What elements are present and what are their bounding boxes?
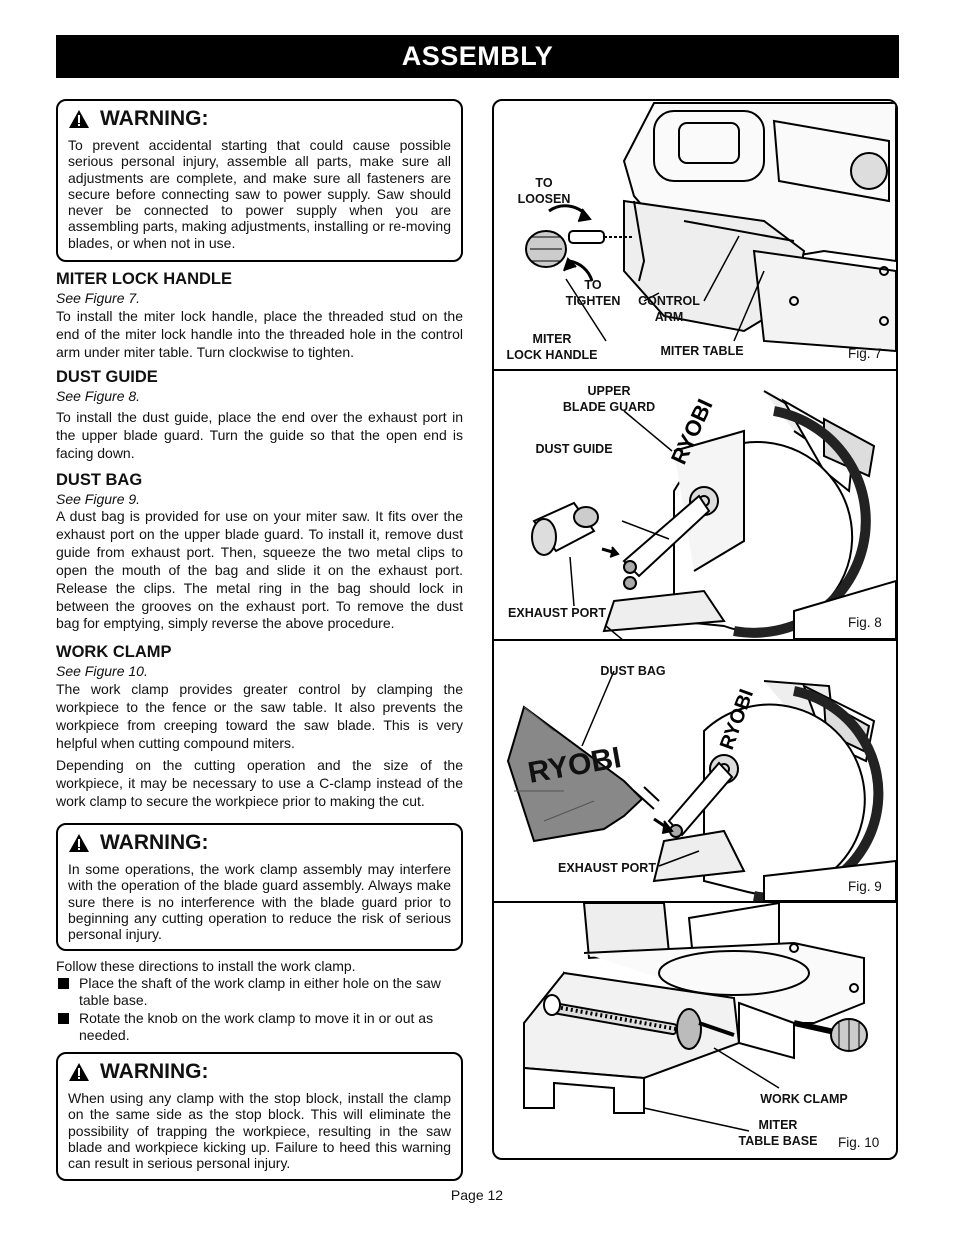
- list-item: Rotate the knob on the work clamp to mov…: [56, 1010, 463, 1045]
- figure-reference: See Figure 8.: [56, 388, 141, 404]
- page-number: Page 12: [450, 1187, 504, 1203]
- warning-triangle-icon: [69, 1063, 89, 1081]
- work-clamp-illustration: [523, 903, 868, 1132]
- figure-divider: [494, 901, 896, 903]
- section-text: The work clamp provides greater control …: [56, 681, 463, 751]
- warning-box-interference: WARNING: In some operations, the work cl…: [56, 823, 463, 951]
- section-text: To install the dust guide, place the end…: [56, 409, 463, 461]
- section-text: To install the miter lock handle, place …: [56, 308, 463, 360]
- section-miter-lock-handle: MITER LOCK HANDLE See Figure 7. To insta…: [56, 270, 463, 361]
- directions-intro: Follow these directions to install the w…: [56, 958, 356, 974]
- warning-triangle-icon: [69, 834, 89, 852]
- warning-box-start: WARNING: To prevent accidental starting …: [56, 99, 463, 262]
- section-title: DUST GUIDE: [56, 368, 158, 386]
- figure-10: WORK CLAMP MITER TABLE BASE Fig. 10: [494, 903, 896, 1158]
- section-title: DUST BAG: [56, 471, 143, 489]
- section-title: WORK CLAMP: [56, 643, 172, 661]
- figure-reference: See Figure 7.: [56, 290, 141, 306]
- warning-header: WARNING:: [68, 1060, 451, 1084]
- warning-text: When using any clamp with the stop block…: [68, 1090, 451, 1172]
- figure-divider: [494, 369, 896, 371]
- section-text: A dust bag is provided for use on your m…: [56, 508, 463, 632]
- label-dust-guide: DUST GUIDE: [535, 442, 613, 456]
- section-title: MITER LOCK HANDLE: [56, 270, 232, 288]
- figure-number: Fig. 7: [848, 346, 882, 361]
- label-miter-lock-handle: MITER LOCK HANDLE: [506, 332, 598, 362]
- list-item: Place the shaft of the work clamp in eit…: [56, 975, 463, 1010]
- label-upper-blade-guard: UPPER BLADE GUARD: [562, 384, 656, 414]
- label-dust-bag: DUST BAG: [600, 664, 666, 678]
- label-to-tighten: TO TIGHTEN: [565, 278, 621, 308]
- label-exhaust-port: EXHAUST PORT: [558, 861, 656, 875]
- figure-reference: See Figure 10.: [56, 663, 148, 679]
- warning-text: In some operations, the work clamp assem…: [68, 861, 451, 943]
- warning-text: To prevent accidental starting that coul…: [68, 137, 451, 251]
- figures-panel: TO LOOSEN TO TIGHTEN CONTROL ARM MITER L…: [492, 99, 898, 1160]
- warning-header: WARNING:: [68, 107, 451, 131]
- figure-divider: [494, 639, 896, 641]
- label-miter-table: MITER TABLE: [660, 344, 744, 358]
- miter-saw-handle-illustration: [525, 102, 896, 353]
- section-work-clamp: WORK CLAMP See Figure 10. The work clamp…: [56, 643, 463, 810]
- figure-number: Fig. 8: [848, 615, 882, 630]
- dust-bag-illustration: RYOBI RYOBI: [506, 670, 896, 901]
- label-miter-table-base: MITER TABLE BASE: [738, 1118, 818, 1148]
- section-dust-bag: DUST BAG See Figure 9. A dust bag is pro…: [56, 471, 463, 633]
- bullet-square-icon: [58, 1012, 69, 1024]
- bullet-square-icon: [58, 978, 69, 989]
- warning-box-stop-block: WARNING: When using any clamp with the s…: [56, 1052, 463, 1181]
- label-work-clamp: WORK CLAMP: [760, 1092, 848, 1106]
- figure-reference: See Figure 9.: [56, 491, 141, 507]
- warning-label: WARNING:: [100, 107, 209, 130]
- page-title: ASSEMBLY: [56, 35, 899, 78]
- label-control-arm: CONTROL ARM: [638, 294, 700, 324]
- figure-number: Fig. 10: [838, 1135, 880, 1150]
- figure-8: RYOBI UPPER BLADE GUARD DUST GUIDE EXHAU…: [494, 371, 896, 639]
- warning-header: WARNING:: [68, 831, 451, 855]
- warning-label: WARNING:: [100, 831, 209, 854]
- section-text: Depending on the cutting operation and t…: [56, 757, 463, 809]
- label-to-loosen: TO LOOSEN: [517, 176, 571, 206]
- dust-guide-illustration: RYOBI: [531, 390, 896, 639]
- warning-triangle-icon: [69, 110, 89, 128]
- label-exhaust-port: EXHAUST PORT: [508, 606, 606, 620]
- figure-number: Fig. 9: [848, 879, 882, 894]
- work-clamp-directions: Follow these directions to install the w…: [56, 958, 463, 1044]
- section-dust-guide: DUST GUIDE See Figure 8. To install the …: [56, 368, 463, 462]
- warning-label: WARNING:: [100, 1060, 209, 1083]
- figure-9: RYOBI RYOBI DUST BAG EXHAUST PORT Fig. 9: [494, 641, 896, 901]
- figure-7: TO LOOSEN TO TIGHTEN CONTROL ARM MITER L…: [494, 101, 896, 369]
